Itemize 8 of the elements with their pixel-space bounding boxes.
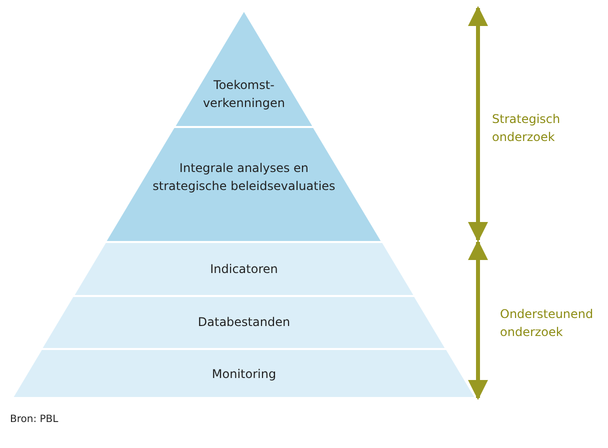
range-label: Ondersteunend onderzoek [500, 306, 594, 341]
source-note: Bron: PBL [10, 414, 58, 425]
layer-label: Monitoring [210, 366, 278, 383]
range-label: Strategisch onderzoek [492, 111, 562, 146]
layer-label: Toekomst- verkenningen [202, 77, 286, 112]
layer-label: Integrale analyses en strategische beleidsevaluaties [152, 160, 336, 195]
layer-label: Indicatoren [209, 261, 279, 278]
layer-label: Databestanden [196, 314, 292, 331]
